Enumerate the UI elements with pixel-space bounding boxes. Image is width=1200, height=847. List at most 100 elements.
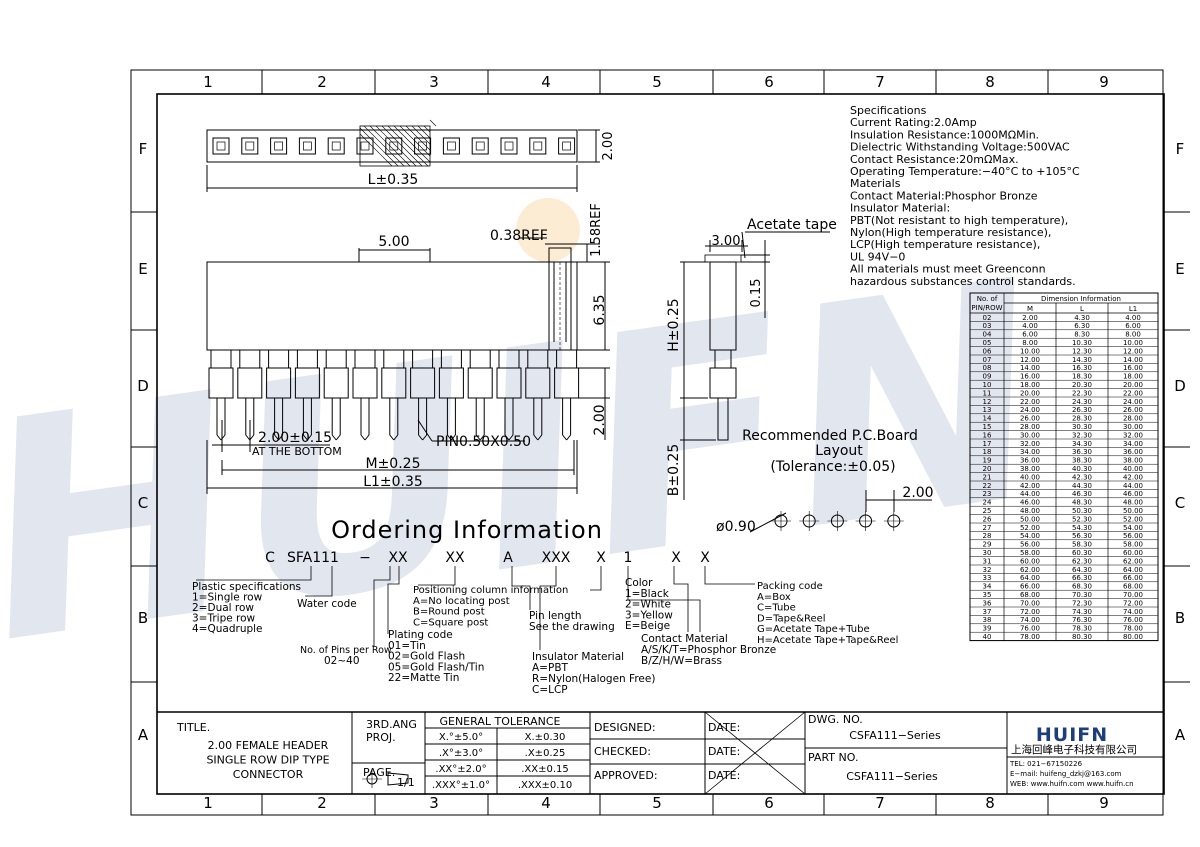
- company-logo: HUIFN: [1036, 724, 1108, 746]
- table-cell: 80.00: [1123, 633, 1143, 641]
- table-cell: 78.00: [1020, 633, 1040, 641]
- table-header-pin: No. of: [977, 295, 998, 303]
- pin-cavity-inner: [533, 141, 543, 151]
- pin-tip: [331, 434, 337, 441]
- table-cell: 62.00: [1123, 557, 1143, 565]
- table-cell: 64.00: [1020, 574, 1040, 582]
- pin-tip: [360, 434, 366, 441]
- table-cell: 12: [983, 398, 992, 406]
- hatch-line: [369, 125, 411, 167]
- table-cell: 38.00: [1020, 465, 1040, 473]
- pin-cavity: [356, 137, 374, 155]
- table-cell: 14.00: [1020, 364, 1040, 372]
- table-cell: 40.00: [1123, 465, 1143, 473]
- table-cell: 35: [983, 591, 992, 599]
- pin-tip: [422, 434, 427, 441]
- title-line: 2.00 FEMALE HEADER: [208, 739, 329, 752]
- ordering-plastic: 4=Quadruple: [192, 623, 263, 635]
- grid-row-label: E: [1175, 260, 1184, 278]
- spec-line: LCP(High temperature resistance),: [850, 238, 1040, 251]
- dim-5: 5.00: [378, 234, 409, 250]
- table-cell: 24.00: [1123, 398, 1143, 406]
- grid-row-label: F: [139, 140, 148, 158]
- code-part: XX: [445, 550, 465, 566]
- table-cell: 44.00: [1123, 482, 1143, 490]
- table-cell: 6.00: [1125, 322, 1141, 330]
- table-cell: 44.30: [1072, 482, 1092, 490]
- grid-col-label: 8: [985, 73, 995, 91]
- table-cell: 12.00: [1020, 356, 1040, 364]
- dim-L1: L1±0.35: [363, 474, 423, 490]
- table-cell: 31: [983, 557, 992, 565]
- grid-col-label: 3: [429, 73, 439, 91]
- pcb-pitch: 2.00: [902, 485, 933, 501]
- pin-cavity-inner: [418, 141, 427, 151]
- code-part: XX: [388, 550, 408, 566]
- ordering-positioning: Positioning column information: [413, 585, 568, 596]
- pin-tip: [537, 434, 543, 441]
- grid-col-label: 1: [203, 73, 213, 91]
- pin-cavity-inner: [360, 141, 370, 151]
- pin-body: [208, 367, 234, 399]
- ordering-color: E=Beige: [625, 620, 670, 632]
- table-cell: 52.00: [1123, 515, 1143, 523]
- ordering-plating: 05=Gold Flash/Tin: [388, 661, 484, 673]
- pin-cavity: [327, 137, 345, 155]
- pin-body: [266, 367, 292, 399]
- pin-body: [237, 367, 263, 399]
- dim-015: 0.15: [749, 279, 764, 308]
- grid-row-label: C: [138, 494, 148, 512]
- grid-row-label: D: [137, 377, 149, 395]
- pin-body: [294, 367, 320, 399]
- grid-col-label: 1: [203, 794, 213, 812]
- table-cell: 16.00: [1123, 364, 1143, 372]
- table-cell: 32.00: [1123, 431, 1143, 439]
- dwg-label: DWG. NO.: [808, 713, 863, 726]
- table-col-header: L1: [1129, 305, 1137, 313]
- table-cell: 18: [983, 448, 992, 456]
- grid-col-label: 8: [985, 794, 995, 812]
- table-cell: 58.30: [1072, 541, 1092, 549]
- table-cell: 20: [983, 465, 992, 473]
- ordering-color: Color: [625, 577, 653, 589]
- table-cell: 68.00: [1020, 591, 1040, 599]
- hatch-line: [375, 125, 417, 167]
- table-cell: 20.00: [1123, 381, 1143, 389]
- table-cell: 36: [983, 599, 992, 607]
- table-cell: 30.00: [1020, 431, 1040, 439]
- proj-label: 3RD.ANG: [366, 718, 417, 731]
- spec-line: hazardous substances control standards.: [850, 275, 1076, 288]
- table-cell: 40.00: [1020, 473, 1040, 481]
- ordering-contact: Contact Material: [641, 633, 728, 645]
- date-label: DATE:: [708, 769, 740, 782]
- ordering-insulator: C=LCP: [532, 684, 568, 696]
- code-part: SFA111: [287, 550, 339, 566]
- table-cell: 03: [983, 322, 992, 330]
- pin-tip: [303, 434, 308, 441]
- pin-tip: [216, 434, 222, 441]
- ordering-pin-length: Pin length: [529, 610, 581, 622]
- table-cell: 62.00: [1020, 566, 1040, 574]
- table-cell: 26.00: [1123, 406, 1143, 414]
- pin-tip: [508, 434, 514, 441]
- ordering-packing: Packing code: [757, 581, 823, 592]
- date-label: DATE:: [708, 721, 740, 734]
- hatch-line: [411, 125, 431, 145]
- table-cell: 42.00: [1020, 482, 1040, 490]
- table-cell: 66.00: [1020, 583, 1040, 591]
- spec-line: Materials: [850, 177, 901, 190]
- pin-body: [323, 367, 349, 399]
- ordering-pins: No. of Pins per Row: [300, 645, 392, 656]
- ordering-packing: G=Acetate Tape+Tube: [757, 624, 870, 635]
- table-cell: 76.00: [1020, 625, 1040, 633]
- table-cell: 32: [983, 566, 992, 574]
- dim-300: 3.00: [712, 234, 741, 249]
- code-part: C: [265, 550, 275, 566]
- table-cell: 10: [983, 381, 992, 389]
- table-cell: 26.00: [1020, 415, 1040, 423]
- pin-tip: [562, 434, 567, 441]
- table-cell: 34.00: [1123, 440, 1143, 448]
- table-cell: 32.30: [1072, 431, 1092, 439]
- pin-cavity: [471, 137, 489, 155]
- pin-tip: [307, 434, 312, 441]
